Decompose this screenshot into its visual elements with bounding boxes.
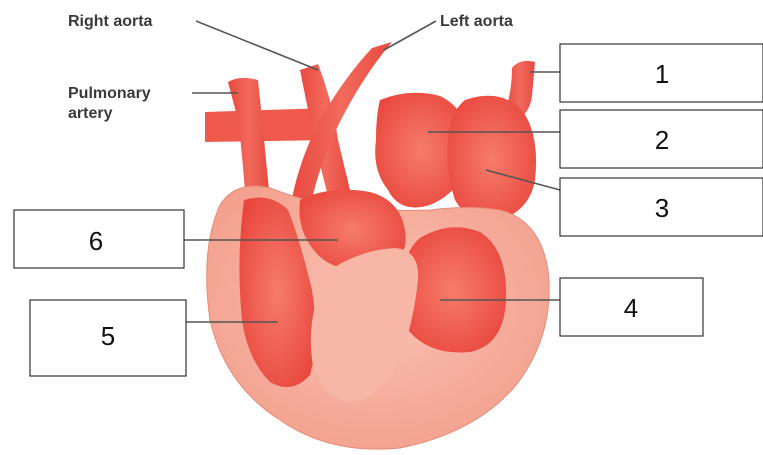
leader-left-aorta — [384, 21, 436, 50]
answer-box-6[interactable]: 6 — [14, 210, 184, 268]
box-2-number: 2 — [655, 125, 669, 155]
box-3-number: 3 — [655, 193, 669, 223]
leader-right-aorta — [196, 21, 318, 70]
label-left-aorta: Left aorta — [440, 13, 513, 30]
box-1-number: 1 — [655, 59, 669, 89]
chamber-3 — [447, 96, 536, 221]
box-6-number: 6 — [89, 226, 103, 256]
label-pulmonary-line1: Pulmonary — [68, 85, 151, 102]
answer-box-5[interactable]: 5 — [30, 300, 186, 376]
answer-box-1[interactable]: 1 — [560, 44, 763, 102]
label-pulmonary-line2: artery — [68, 105, 113, 122]
answer-box-2[interactable]: 2 — [560, 110, 763, 168]
box-4-number: 4 — [624, 293, 638, 323]
box-5-number: 5 — [101, 321, 115, 351]
answer-box-3[interactable]: 3 — [560, 178, 763, 236]
answer-box-4[interactable]: 4 — [560, 278, 703, 336]
label-right-aorta: Right aorta — [68, 13, 153, 30]
